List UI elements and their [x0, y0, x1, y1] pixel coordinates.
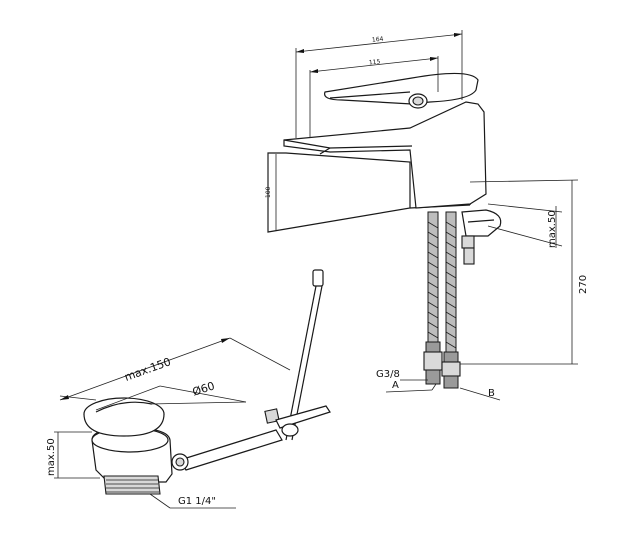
dimension-max50-top: max.50 [487, 203, 563, 248]
thread-g38-label: G3/8 [376, 369, 400, 380]
drain-assembly: max.150 Ø60 max.50 G1 1/4" [46, 269, 331, 509]
dimension-max50-bottom: max.50 [46, 431, 100, 479]
dim-max50-bottom-label: max.50 [46, 438, 57, 476]
dimension-164: 164 [295, 30, 463, 138]
dim-max50-top-label: max.50 [547, 210, 558, 248]
pull-rod [264, 269, 331, 441]
thread-g114-callout: G1 1/4" [149, 493, 236, 509]
dimension-max150: max.150 [59, 337, 291, 401]
supply-hose-a [423, 211, 443, 385]
dim-115-label: 115 [369, 58, 381, 66]
dim-164-label: 164 [372, 36, 384, 44]
popup-cap [83, 397, 165, 437]
dim-max150-label: max.150 [123, 355, 173, 384]
supply-hose-b [441, 211, 461, 389]
faucet-handle [324, 72, 479, 105]
port-b-label: B [488, 388, 495, 399]
thread-g114-label: G1 1/4" [178, 496, 216, 507]
faucet-assembly: 164 115 100 max.50 270 [265, 30, 589, 401]
drain-thread [103, 475, 161, 495]
connection-labels: G3/8 A B [376, 369, 501, 401]
dimension-115: 115 [309, 56, 439, 138]
dimension-270: 270 [460, 179, 589, 365]
dim-100-label: 100 [265, 186, 272, 198]
port-a-label: A [392, 380, 399, 391]
faucet-body [283, 101, 487, 209]
mounting-bracket [461, 209, 502, 265]
linkage-bar [179, 429, 283, 471]
dim-270-label: 270 [578, 275, 589, 294]
dimension-100: 100 [265, 154, 277, 230]
